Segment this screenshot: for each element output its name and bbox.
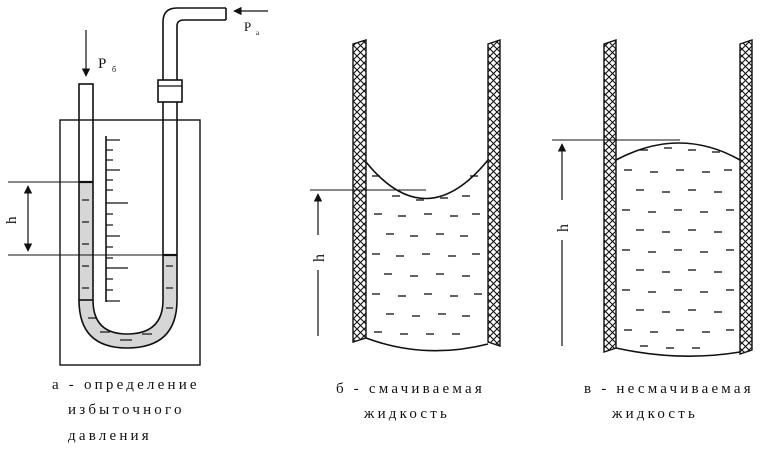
left-tube [78, 83, 94, 301]
non-wetting-liquid [616, 143, 740, 350]
h-label-a: h [4, 216, 20, 224]
caption-a-line3: давления [68, 428, 152, 444]
u-liquid-dashes [82, 199, 173, 341]
left-wall-c [603, 39, 617, 353]
wetting-liquid [366, 160, 488, 338]
caption-c-line1: в - несмачиваемая [584, 381, 754, 397]
h-label-b: h [311, 254, 328, 262]
caption-b-line1: б - смачиваемая [336, 381, 485, 397]
convex-meniscus [615, 142, 741, 161]
pb-label: P [98, 56, 106, 72]
h-label-c: h [555, 224, 572, 232]
scale-ticks [106, 139, 128, 302]
u-liquid [79, 182, 177, 348]
caption-a-line1: а - определение [52, 377, 200, 393]
caption-a-line2: избыточного [68, 402, 185, 418]
u-tube-manometer [8, 6, 268, 366]
left-wall-b [352, 39, 367, 343]
wetting-liquid-tube [310, 39, 501, 352]
pa-subscript: а [256, 29, 260, 37]
caption-b-line2: жидкость [364, 406, 451, 422]
right-wall-c [739, 39, 753, 355]
wetting-liquid-dashes [372, 175, 482, 335]
caption-c-line2: жидкость [612, 406, 699, 422]
pb-subscript: б [112, 65, 116, 74]
non-wetting-liquid-tube [552, 39, 753, 357]
non-wetting-liquid-dashes [622, 147, 734, 349]
rubber-connector [157, 79, 183, 103]
vessel-box [59, 119, 201, 366]
pa-label: P [244, 19, 251, 34]
right-wall-b [487, 39, 501, 347]
